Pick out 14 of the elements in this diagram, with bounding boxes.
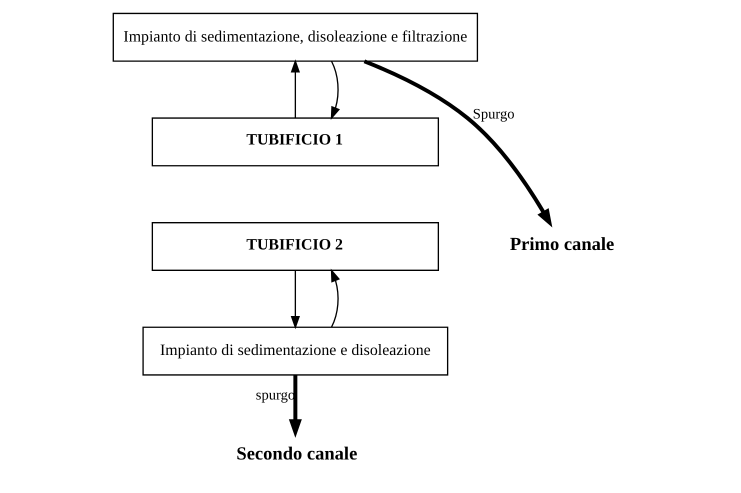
arrow: [330, 60, 340, 120]
node-text: Secondo canale: [236, 443, 358, 464]
arrow: [290, 59, 300, 118]
node-text: Primo canale: [510, 234, 614, 256]
node-box: Impianto di sedimentazione, disoleazione e filtrazione: [112, 12, 478, 62]
edge-label: spurgo: [256, 387, 296, 404]
node-box: TUBIFICIO 2: [152, 222, 440, 271]
arrow: [290, 270, 300, 330]
edge-label: Spurgo: [472, 106, 515, 123]
arrow: [330, 268, 340, 328]
arrow: [364, 59, 552, 228]
arrow: [288, 375, 302, 438]
node-box: Impianto di sedimentazione e disoleazione: [142, 326, 448, 376]
node-box: TUBIFICIO 1: [152, 117, 440, 166]
